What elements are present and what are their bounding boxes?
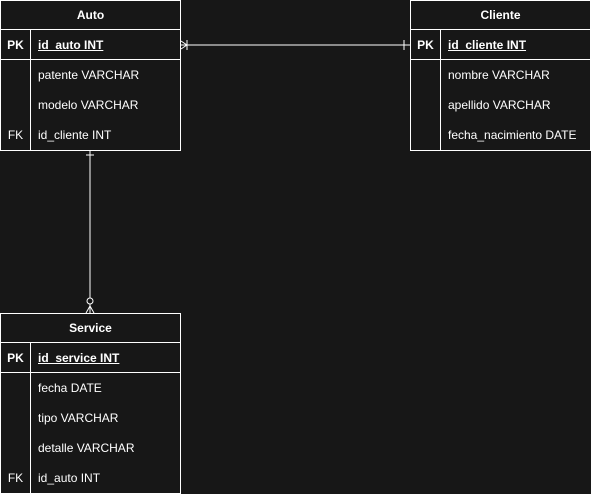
attribute-label: id_service INT (38, 351, 120, 365)
key-label (411, 120, 441, 150)
attribute-label: fecha_nacimiento DATE (448, 128, 577, 142)
key-label (411, 90, 441, 120)
entity-row[interactable]: fecha DATE (1, 373, 180, 403)
attribute-label: apellido VARCHAR (448, 98, 551, 112)
entity-row[interactable]: PK id_service INT (1, 343, 180, 373)
entity-cliente[interactable]: Cliente PK id_cliente INT nombre VARCHAR… (410, 0, 591, 151)
entity-row[interactable]: PK id_cliente INT (411, 30, 590, 60)
entity-title: Auto (1, 1, 180, 30)
attribute-label: id_auto INT (38, 38, 104, 52)
attribute-label: detalle VARCHAR (38, 441, 135, 455)
attribute-label: id_cliente INT (448, 38, 527, 52)
attribute-label: modelo VARCHAR (38, 98, 139, 112)
attribute-label: nombre VARCHAR (448, 68, 550, 82)
entity-row[interactable]: patente VARCHAR (1, 60, 180, 90)
entity-service[interactable]: Service PK id_service INT fecha DATE tip… (0, 313, 181, 494)
attribute-label: fecha DATE (38, 381, 102, 395)
key-label: PK (1, 343, 31, 372)
relationship-auto-service[interactable] (85, 151, 95, 314)
key-label: FK (1, 120, 31, 150)
key-label (411, 60, 441, 90)
key-label (1, 90, 31, 120)
key-label (1, 403, 31, 433)
entity-row[interactable]: fecha_nacimiento DATE (411, 120, 590, 150)
relationship-auto-cliente[interactable] (180, 40, 410, 50)
entity-row[interactable]: detalle VARCHAR (1, 433, 180, 463)
entity-row[interactable]: apellido VARCHAR (411, 90, 590, 120)
entity-row[interactable]: FK id_auto INT (1, 463, 180, 493)
entity-row[interactable]: nombre VARCHAR (411, 60, 590, 90)
key-label (1, 373, 31, 403)
entity-row[interactable]: PK id_auto INT (1, 30, 180, 60)
key-label: PK (1, 30, 31, 59)
attribute-label: id_cliente INT (38, 128, 112, 142)
key-label: FK (1, 463, 31, 493)
key-label: PK (411, 30, 441, 59)
attribute-label: tipo VARCHAR (38, 411, 119, 425)
key-label (1, 60, 31, 90)
attribute-label: id_auto INT (38, 471, 101, 485)
entity-title: Cliente (411, 1, 590, 30)
entity-title: Service (1, 314, 180, 343)
entity-row[interactable]: tipo VARCHAR (1, 403, 180, 433)
attribute-label: patente VARCHAR (38, 68, 140, 82)
key-label (1, 433, 31, 463)
entity-row[interactable]: modelo VARCHAR (1, 90, 180, 120)
entity-auto[interactable]: Auto PK id_auto INT patente VARCHAR mode… (0, 0, 181, 151)
entity-row[interactable]: FK id_cliente INT (1, 120, 180, 150)
